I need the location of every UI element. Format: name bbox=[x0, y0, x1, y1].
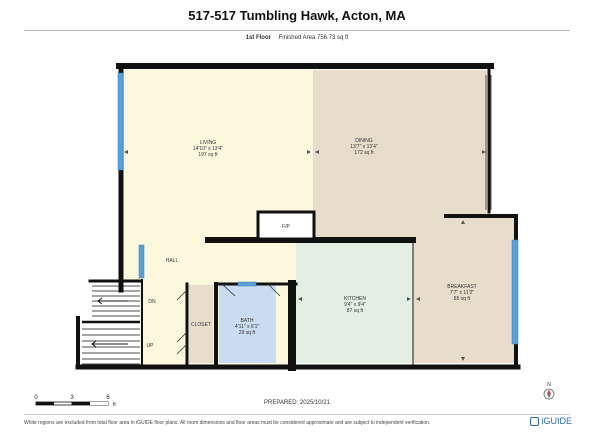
window-bath-top bbox=[237, 281, 257, 287]
prepared-date: PREPARED: 2025/10/21 bbox=[264, 400, 330, 406]
kitchen-area-text: 87 sq ft bbox=[347, 308, 364, 314]
living-area: 197 sq ft bbox=[198, 152, 218, 158]
closet-label: CLOSET bbox=[191, 322, 211, 328]
stairs-down-label: DN bbox=[148, 299, 156, 305]
iguide-logo-text: iGUIDE bbox=[541, 416, 572, 426]
dining-area bbox=[313, 70, 487, 238]
dining-label: DINING bbox=[355, 138, 373, 144]
window-living-left bbox=[117, 72, 124, 171]
scale-tick-6: 6 bbox=[106, 395, 110, 401]
living-label: LIVING bbox=[200, 140, 217, 146]
room-fills bbox=[88, 70, 514, 365]
door-swings bbox=[176, 283, 281, 355]
scale-bar: 0 3 6 ft bbox=[34, 395, 116, 408]
iguide-logo-icon bbox=[530, 416, 540, 426]
bath-area-text: 29 sq ft bbox=[239, 330, 256, 336]
bath-area bbox=[219, 285, 276, 363]
scale-tick-3: 3 bbox=[70, 395, 74, 401]
fireplace-label: F/P bbox=[282, 224, 290, 230]
stairs bbox=[82, 285, 140, 365]
dimension-ticks bbox=[124, 150, 486, 361]
floor-info: 1st Floor Finished Area 756.73 sq ft bbox=[0, 35, 594, 41]
breakfast-area bbox=[414, 218, 514, 363]
finished-area-label: Finished Area 756.73 sq ft bbox=[278, 35, 349, 41]
window-hall-left bbox=[138, 244, 145, 279]
compass-label: N bbox=[547, 382, 551, 388]
kitchen-dims: 9'4" x 9'4" bbox=[344, 302, 366, 308]
footer-divider bbox=[24, 414, 570, 415]
breakfast-label: BREAKFAST bbox=[447, 284, 476, 290]
kitchen-label: KITCHEN bbox=[344, 296, 366, 302]
dining-dims: 13'7" x 13'4" bbox=[350, 144, 378, 150]
hall-label: HALL bbox=[166, 258, 179, 264]
header-divider bbox=[24, 30, 570, 31]
bath-dims: 4'11" x 6'1" bbox=[235, 324, 259, 330]
closet-area bbox=[189, 285, 213, 363]
windows bbox=[117, 72, 519, 345]
page-title: 517-517 Tumbling Hawk, Acton, MA bbox=[188, 8, 406, 23]
window-breakfast-right bbox=[511, 239, 519, 345]
dining-area-text: 172 sq ft bbox=[354, 150, 374, 156]
bath-label: BATH bbox=[241, 318, 254, 324]
stairs-up-label: UP bbox=[147, 343, 155, 349]
floor-label: 1st Floor bbox=[245, 35, 271, 41]
fireplace bbox=[256, 210, 316, 241]
slider-door-dining bbox=[485, 75, 492, 210]
disclaimer-text: White regions are excluded from total fl… bbox=[24, 420, 431, 426]
scale-tick-0: 0 bbox=[34, 395, 38, 401]
kitchen-area bbox=[296, 243, 414, 363]
living-dims: 14'10" x 13'4" bbox=[193, 146, 223, 152]
room-labels: LIVING 14'10" x 13'4" 197 sq ft DINING 1… bbox=[147, 138, 477, 349]
scale-unit: ft bbox=[113, 402, 116, 408]
breakfast-dims: 7'7" x 11'2" bbox=[450, 290, 474, 296]
iguide-logo: iGUIDE bbox=[530, 416, 572, 426]
compass-icon: N bbox=[543, 382, 555, 400]
breakfast-area-text: 85 sq ft bbox=[454, 296, 471, 302]
